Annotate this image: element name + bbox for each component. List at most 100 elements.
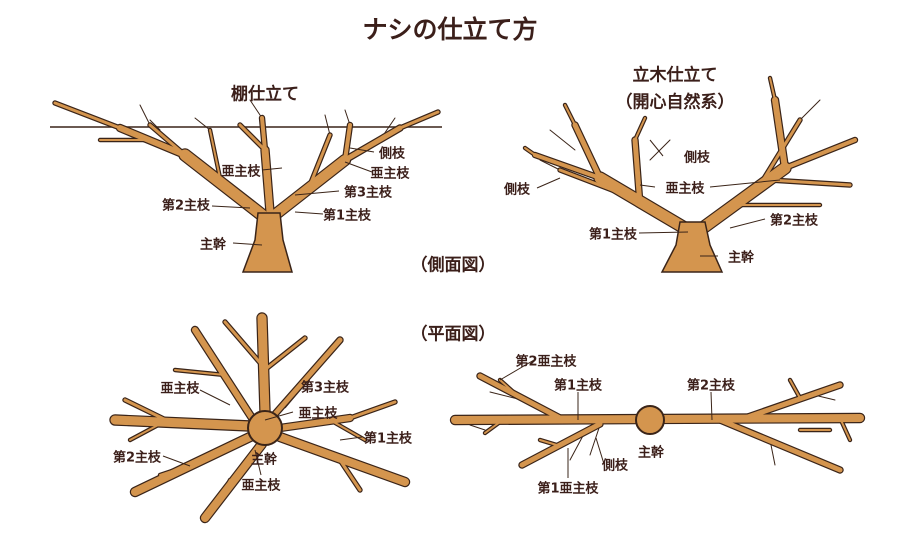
- label: 第1亜主枝: [537, 481, 599, 497]
- label: 側枝: [503, 182, 531, 198]
- branch: [484, 421, 501, 434]
- leader-line: [638, 231, 689, 234]
- branch: [632, 137, 643, 208]
- label: 第1主枝: [588, 227, 638, 243]
- branch: [129, 423, 161, 441]
- branch: [223, 320, 264, 367]
- branch: [338, 458, 362, 492]
- leader-line: [639, 184, 656, 188]
- leader-line: [595, 437, 605, 465]
- twig: [149, 119, 161, 131]
- leader-line: [710, 391, 713, 421]
- twig: [324, 114, 331, 136]
- leader-line: [294, 211, 324, 215]
- branch: [117, 125, 188, 158]
- label: 主幹: [637, 445, 665, 461]
- trunk: [241, 212, 293, 273]
- twig: [769, 439, 776, 466]
- label: 第1主枝: [553, 378, 603, 394]
- label: 側枝: [683, 150, 711, 166]
- branch: [398, 110, 440, 130]
- leader-line: [344, 161, 373, 173]
- branch: [343, 123, 352, 162]
- branch: [839, 417, 851, 441]
- branch: [201, 440, 266, 522]
- label: 第1主枝: [322, 208, 372, 224]
- twig: [469, 424, 486, 431]
- label: 第3主枝: [343, 185, 393, 201]
- branch: [219, 479, 231, 501]
- branch: [174, 369, 226, 376]
- branch: [564, 104, 576, 126]
- branch: [123, 398, 172, 424]
- leader-line: [264, 411, 294, 421]
- label: 第2主枝: [161, 198, 211, 214]
- page-title: ナシの仕立て方: [362, 15, 538, 44]
- label: 側枝: [601, 458, 629, 474]
- standing-side-tree: [522, 75, 859, 273]
- twig: [649, 139, 671, 161]
- branch: [572, 122, 603, 181]
- branch: [558, 168, 622, 195]
- leader-line: [339, 436, 363, 441]
- branch: [260, 336, 307, 374]
- branch: [308, 133, 332, 187]
- branch: [277, 415, 353, 431]
- leader-line: [349, 147, 375, 153]
- branch: [238, 123, 267, 152]
- leader-line: [211, 205, 251, 209]
- label: 第2亜主枝: [515, 354, 577, 370]
- branch: [783, 138, 857, 170]
- branch: [329, 419, 366, 441]
- twig: [539, 159, 561, 171]
- branch: [260, 116, 267, 152]
- label: 側枝: [378, 146, 406, 162]
- label: 第2主枝: [769, 213, 819, 229]
- branch: [209, 129, 221, 179]
- label: 亜主枝: [298, 406, 338, 422]
- label: 第1主枝: [363, 431, 413, 447]
- twig: [569, 431, 586, 461]
- branch: [519, 421, 603, 468]
- leader-line: [261, 167, 283, 171]
- label: 主幹: [250, 452, 278, 468]
- leader-line: [162, 455, 191, 467]
- trellis-plan-tree: [109, 312, 411, 524]
- branch: [271, 155, 350, 219]
- twig: [249, 99, 263, 119]
- leader-line: [199, 389, 231, 406]
- label: 第3主枝: [300, 380, 350, 396]
- branch: [261, 146, 274, 216]
- twig: [194, 117, 211, 131]
- leader-line: [284, 388, 302, 409]
- twig: [799, 99, 821, 121]
- label: 亜主枝: [370, 166, 410, 182]
- trunk: [660, 221, 724, 273]
- side-view-label: （側面図）: [410, 255, 496, 276]
- label: 第2主枝: [686, 378, 736, 394]
- standing-plan-tree: [449, 372, 866, 474]
- branch: [742, 382, 843, 421]
- branch: [539, 439, 561, 447]
- trunk-cross-section: [247, 410, 283, 446]
- label: 主幹: [727, 250, 755, 266]
- label: 亜主枝: [221, 164, 261, 180]
- label: 亜主枝: [241, 478, 281, 494]
- branch: [272, 337, 343, 417]
- label: 主幹: [199, 237, 227, 253]
- plan-view-label: （平面図）: [410, 324, 496, 345]
- label: 亜主枝: [665, 181, 705, 197]
- branch: [53, 101, 122, 130]
- leader-line: [649, 139, 664, 157]
- leader-line: [499, 359, 535, 381]
- label: 亜主枝: [160, 381, 200, 397]
- branch: [276, 433, 409, 486]
- twig: [344, 109, 351, 126]
- standing-subheading: （開心自然系）: [615, 92, 735, 113]
- leader-line: [294, 190, 340, 196]
- branch: [533, 153, 602, 180]
- branch: [348, 400, 397, 420]
- branch: [789, 379, 801, 399]
- twig: [589, 424, 601, 456]
